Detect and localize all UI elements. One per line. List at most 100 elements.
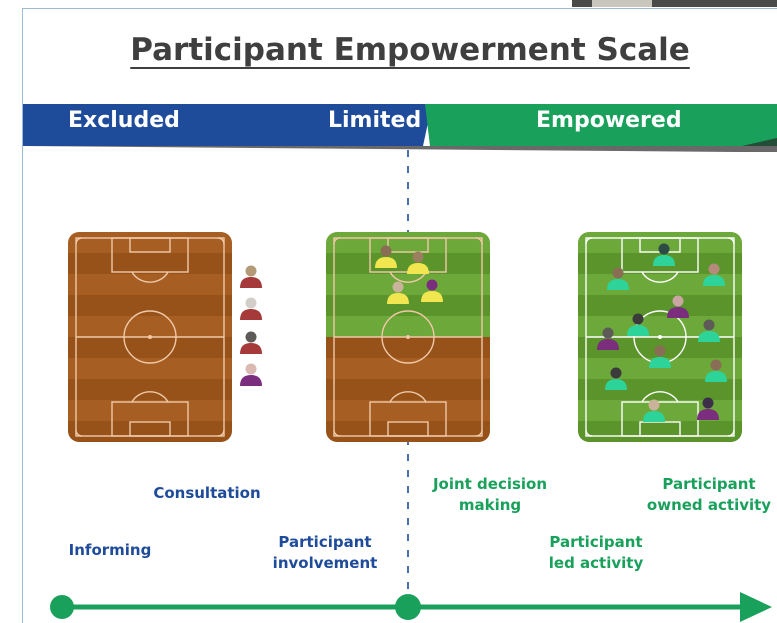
corner-arc — [475, 237, 483, 245]
pitch-stripe — [326, 400, 490, 422]
pitch-stripe — [326, 316, 490, 338]
center-circle — [381, 310, 435, 364]
arrowhead-icon — [740, 592, 772, 622]
pitch-stripe — [326, 274, 490, 296]
pitch-stripe — [68, 358, 232, 380]
middle-node — [395, 594, 421, 620]
player-body — [643, 411, 665, 422]
pitch-empowered — [578, 232, 742, 442]
excluded-band — [23, 104, 432, 146]
corner-arc — [727, 429, 735, 437]
band-label-excluded: Excluded — [68, 108, 180, 133]
person-icon — [705, 359, 727, 382]
stage-informing: Informing — [68, 541, 152, 559]
player-head — [602, 327, 614, 339]
pitch-stripe — [68, 337, 232, 359]
player-head — [426, 279, 438, 291]
player-body — [605, 379, 627, 390]
pitch-stripe — [68, 316, 232, 338]
player-head — [703, 319, 715, 331]
corner-arc — [217, 237, 225, 245]
person-icon — [375, 245, 397, 268]
person-icon — [703, 263, 725, 286]
player-head — [708, 263, 720, 275]
corner-arc — [75, 429, 83, 437]
bottom-goal-box — [387, 421, 429, 437]
center-spot — [148, 335, 152, 339]
corner-arc — [727, 237, 735, 245]
person-icon — [605, 367, 627, 390]
corner-arc — [333, 237, 341, 245]
player-body — [703, 275, 725, 286]
corner-arc — [217, 429, 225, 437]
person-icon — [653, 243, 675, 266]
pitch-stripe — [326, 421, 490, 442]
player-body — [421, 291, 443, 302]
player-head — [245, 265, 257, 277]
corner-arc — [585, 237, 593, 245]
top-penalty-arc — [389, 271, 427, 283]
player-head — [654, 345, 666, 357]
start-node — [50, 595, 74, 619]
person-icon — [421, 279, 443, 302]
person-icon — [607, 267, 629, 290]
player-body — [240, 309, 262, 320]
player-head — [610, 367, 622, 379]
player-head — [245, 297, 257, 309]
top-penalty-arc — [131, 271, 169, 283]
corner-photo — [572, 0, 777, 7]
pitch-stripe — [326, 295, 490, 317]
person-icon — [387, 281, 409, 304]
player-head — [612, 267, 624, 279]
stage-consultation: Consultation — [153, 484, 261, 502]
player-body — [375, 257, 397, 268]
pitch-stripe — [68, 379, 232, 401]
player-body — [705, 371, 727, 382]
band-label-empowered: Empowered — [536, 108, 682, 133]
sideline-players — [240, 265, 262, 386]
bottom-penalty-arc — [131, 391, 169, 403]
top-goal-box — [129, 237, 171, 253]
person-icon — [649, 345, 671, 368]
player-head — [380, 245, 392, 257]
player-head — [710, 359, 722, 371]
top-penalty-arc — [641, 271, 679, 283]
pitch-stripe — [68, 400, 232, 422]
center-spot — [406, 335, 410, 339]
person-icon — [240, 265, 262, 288]
top-goal-box — [387, 237, 429, 253]
player-body — [698, 331, 720, 342]
player-head — [658, 243, 670, 255]
player-body — [697, 409, 719, 420]
pitch-stripe — [68, 253, 232, 275]
player-body — [240, 375, 262, 386]
pitch-stripe — [578, 295, 742, 317]
pitch-stripe — [68, 295, 232, 317]
band-label-limited: Limited — [328, 108, 422, 133]
empowered-band — [425, 104, 777, 146]
player-body — [607, 279, 629, 290]
player-head — [245, 331, 257, 343]
player-head — [702, 397, 714, 409]
corner-arc — [585, 429, 593, 437]
bottom-goal-box — [129, 421, 171, 437]
person-icon — [407, 251, 429, 274]
bottom-penalty-arc — [389, 391, 427, 403]
player-body — [649, 357, 671, 368]
bottom-penalty-arc — [641, 391, 679, 403]
slide-frame — [22, 8, 777, 623]
player-head — [412, 251, 424, 263]
player-head — [392, 281, 404, 293]
player-body — [387, 293, 409, 304]
person-icon — [240, 363, 262, 386]
pitch-limited — [326, 232, 490, 442]
player-head — [672, 295, 684, 307]
person-icon — [240, 297, 262, 320]
center-spot — [658, 335, 662, 339]
player-head — [632, 313, 644, 325]
